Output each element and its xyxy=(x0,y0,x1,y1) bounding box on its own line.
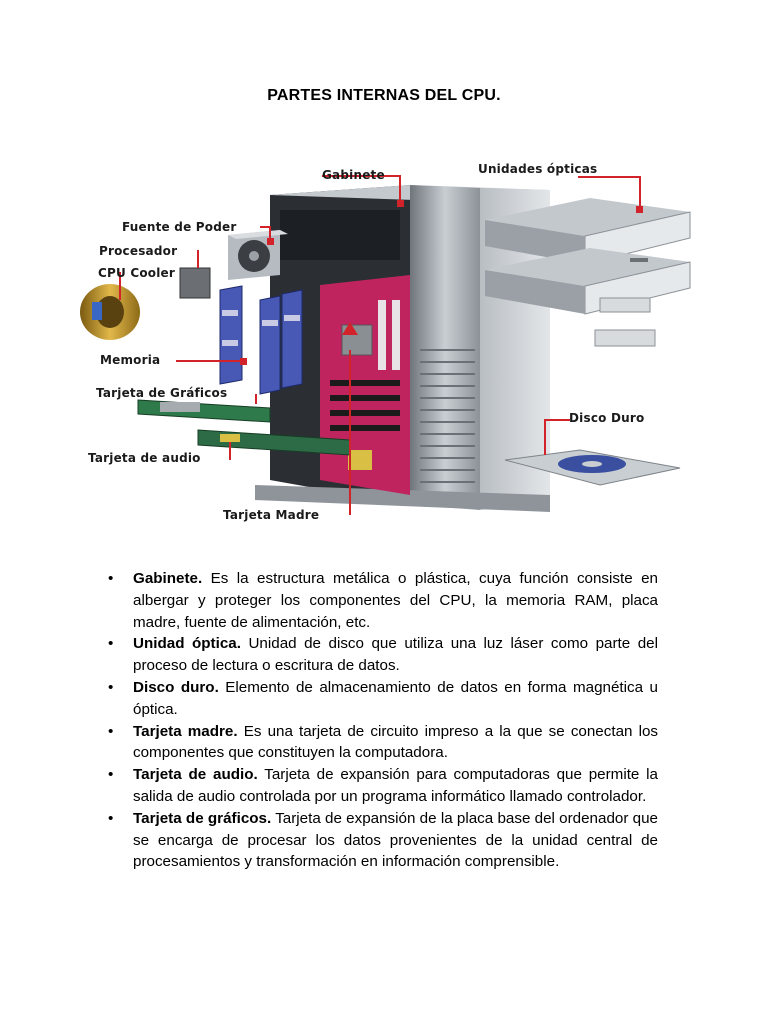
bullet-glyph: • xyxy=(108,766,114,784)
term: Disco duro. xyxy=(133,678,219,696)
term: Gabinete. xyxy=(133,570,203,587)
list-item: • Unidad óptica. Unidad de disco que util… xyxy=(108,633,658,677)
term: Tarjeta madre. xyxy=(133,722,238,740)
list-item: • Tarjeta de gráficos. Tarjeta de expansi… xyxy=(108,808,658,873)
list-item: • Tarjeta madre. Es una tarjeta de circui… xyxy=(108,721,658,765)
bullet-glyph: • xyxy=(108,809,114,827)
label-tarjeta-madre: Tarjeta Madre xyxy=(223,508,320,522)
bullet-glyph: • xyxy=(108,678,114,696)
graphics-card xyxy=(137,399,271,423)
cpu-diagram: Gabinete Unidades ópticas Fuente de Pode… xyxy=(80,150,710,530)
definition-text: Tarjeta de expansión de la placa base de… xyxy=(133,809,658,871)
label-unidades-opticas: Unidades ópticas xyxy=(478,162,598,176)
bullet-glyph: • xyxy=(108,635,114,653)
term: Tarjeta de audio. xyxy=(133,766,258,784)
list-item: • Gabinete. Es la estructura metálica o p… xyxy=(108,568,658,633)
definition-text: Elemento de almacenamiento de datos en f… xyxy=(133,678,658,718)
bullet-glyph: • xyxy=(108,570,114,587)
label-memoria: Memoria xyxy=(100,353,161,367)
cpu-cooler xyxy=(80,284,140,340)
leader-markers xyxy=(240,200,643,365)
definition-text: Unidad de disco que utiliza una luz láse… xyxy=(133,635,658,675)
label-tarjeta-audio: Tarjeta de audio xyxy=(88,451,201,465)
page-title: PARTES INTERNAS DEL CPU. xyxy=(267,87,501,104)
definition-text: Tarjeta de expansión para computadoras q… xyxy=(133,766,658,805)
cpu-illustration xyxy=(80,175,691,515)
hard-disk xyxy=(504,449,681,486)
label-fuente-de-poder: Fuente de Poder xyxy=(122,220,237,234)
chassis xyxy=(255,185,550,512)
bullet-glyph: • xyxy=(108,722,114,740)
label-gabinete: Gabinete xyxy=(322,168,385,182)
list-item: • Disco duro. Elemento de almacenamiento … xyxy=(108,677,658,721)
term: Tarjeta de gráficos. xyxy=(133,809,272,827)
motherboard xyxy=(320,275,410,495)
leader-lines xyxy=(119,175,641,515)
list-item: • Tarjeta de audio. Tarjeta de expansión … xyxy=(108,764,658,808)
term: Unidad óptica. xyxy=(133,635,241,653)
label-tarjeta-graficos: Tarjeta de Gráficos xyxy=(96,386,228,400)
optical-drives xyxy=(485,198,691,347)
label-procesador: Procesador xyxy=(99,244,178,258)
processor-chip xyxy=(179,267,211,299)
label-disco-duro: Disco Duro xyxy=(569,411,645,425)
label-cpu-cooler: CPU Cooler xyxy=(98,266,175,280)
memory-modules xyxy=(219,285,303,395)
definition-text: Es una tarjeta de circuito impreso a la … xyxy=(133,722,658,762)
power-supply xyxy=(228,230,288,280)
definition-list: • Gabinete. Es la estructura metálica o p… xyxy=(108,568,658,873)
definition-text: Es la estructura metálica o plástica, cu… xyxy=(133,570,658,631)
